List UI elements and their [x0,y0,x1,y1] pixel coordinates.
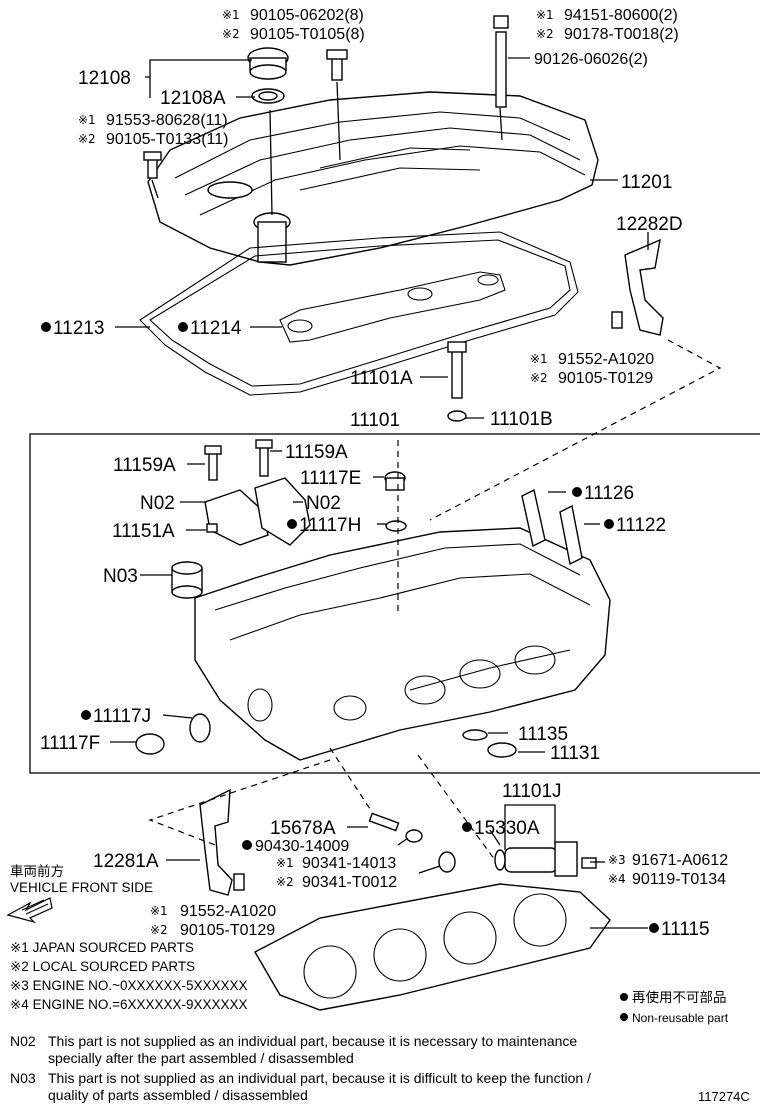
ref-90126-06026: 90126-06026(2) [534,51,648,68]
label-11117h: 11117H [299,515,361,536]
valve-guides [521,488,583,566]
ref-90178-t0018: 90178-T0018(2) [564,26,679,43]
ref-90105-06202: 90105-06202(8) [250,7,364,24]
oil-filler-gasket [251,88,285,104]
mark-2: ※2 [222,27,240,41]
head-bolt [447,341,467,422]
mark-2: ※2 [530,371,548,385]
note-n03-code: N03 [10,1070,36,1086]
label-n02-left: N02 [140,493,175,514]
head-cover-gasket [139,231,579,396]
label-12281a: 12281A [93,851,159,872]
mark-1: ※1 [150,904,168,918]
cylinder-head-box [29,433,760,774]
ref-90105-t0133: 90105-T0133(11) [106,131,228,148]
label-90430-14009: 90430-14009 [255,838,349,855]
mark-1: ※1 [222,8,240,22]
note-n02-line2: specially after the part assembled / dis… [48,1050,354,1066]
ref-90105-t0105: 90105-T0105(8) [250,26,365,43]
non-reusable-jp: 再使用不可部品 [632,989,727,1005]
cover-bolts [143,15,509,179]
non-reusable-dot-icon [620,993,628,1001]
mark-4: ※4 [608,872,626,886]
label-11122: 11122 [616,515,666,536]
vehicle-front-arrow-icon [6,897,53,924]
ref-90105-t0129-front: 90105-T0129 [180,922,275,939]
label-11101a: 11101A [350,368,413,389]
label-11135: 11135 [518,724,568,745]
mark-1: ※1 [530,352,548,366]
label-12108a: 12108A [160,88,226,109]
mark-2: ※2 [150,923,168,937]
ref-91552-a1020-rear: 91552-A1020 [558,351,654,368]
label-11159a-left: 11159A [113,455,176,476]
oil-control-valve [368,812,597,877]
spark-plug-tube-gasket [279,271,506,343]
legend-local-sourced: ※2 LOCAL SOURCED PARTS [10,959,195,974]
label-11159a-right: 11159A [285,442,348,463]
mark-1: ※1 [276,856,294,870]
vehicle-front-en: VEHICLE FRONT SIDE [10,880,153,895]
label-12108: 12108 [78,68,131,89]
mark-2: ※2 [276,875,294,889]
label-n03: N03 [103,566,138,587]
label-11101j: 11101J [502,781,562,802]
label-11117e: 11117E [300,468,361,489]
leader-lines [110,57,649,929]
mark-2: ※2 [536,27,554,41]
legend-japan-sourced: ※1 JAPAN SOURCED PARTS [10,940,194,955]
note-n02-code: N02 [10,1033,36,1049]
camshaft-bearing-caps [204,439,311,546]
ref-91553-80628: 91553-80628(11) [106,112,228,129]
label-n02-right: N02 [306,493,341,514]
note-n03-line2: quality of parts assembled / disassemble… [48,1087,308,1103]
note-n03-line1: This part is not supplied as an individu… [48,1070,591,1086]
label-11201: 11201 [621,172,672,193]
label-11214: 11214 [190,318,242,339]
ref-90119-t0134: 90119-T0134 [632,871,726,888]
note-n02-line1: This part is not supplied as an individu… [48,1033,578,1049]
label-11126: 11126 [584,483,634,504]
ref-90105-t0129-rear: 90105-T0129 [558,370,653,387]
cylinder-head-gasket [254,883,611,1011]
ref-90341-t0012: 90341-T0012 [302,874,397,891]
label-15330a: 15330A [474,818,540,839]
label-11101: 11101 [350,410,400,431]
label-11213: 11213 [53,318,104,339]
ref-91671-a0612: 91671-A0612 [632,852,728,869]
engine-hanger-front [199,788,245,896]
vehicle-front-jp: 車両前方 [10,863,64,879]
oil-filler-cap [247,47,289,80]
label-12282d: 12282D [616,214,683,235]
label-11151a: 11151A [112,521,175,542]
note-n02: N02 This part is not supplied as an indiv… [10,1033,755,1067]
seal-plugs [135,713,517,758]
note-n03: N03 This part is not supplied as an indiv… [10,1070,710,1104]
mark-3: ※3 [608,853,626,867]
ref-90341-14013: 90341-14013 [302,855,396,872]
label-11117j: 11117J [93,706,151,727]
label-15678a: 15678A [270,818,336,839]
mark-1: ※1 [78,113,96,127]
non-reusable-en: Non-reusable part [632,1011,729,1025]
mark-1: ※1 [536,8,554,22]
label-11131: 11131 [550,743,600,764]
label-11101b: 11101B [490,409,553,430]
ref-91552-a1020-front: 91552-A1020 [180,903,276,920]
drawing-id: 117274C [698,1089,750,1104]
engine-hanger-rear [611,238,664,336]
valve-lifter [171,561,203,599]
legend-engine-range-2: ※4 ENGINE NO.=6XXXXXX-9XXXXXX [10,997,248,1012]
non-reusable-dot-icon [620,1013,628,1021]
label-11117f: 11117F [40,733,100,754]
ref-94151-80600: 94151-80600(2) [564,7,678,24]
mark-2: ※2 [78,132,96,146]
cylinder-head [194,527,611,761]
plug-and-gaskets [384,471,407,532]
label-11115: 11115 [661,919,710,940]
legend-engine-range-1: ※3 ENGINE NO.~0XXXXXX-5XXXXXX [10,978,248,993]
